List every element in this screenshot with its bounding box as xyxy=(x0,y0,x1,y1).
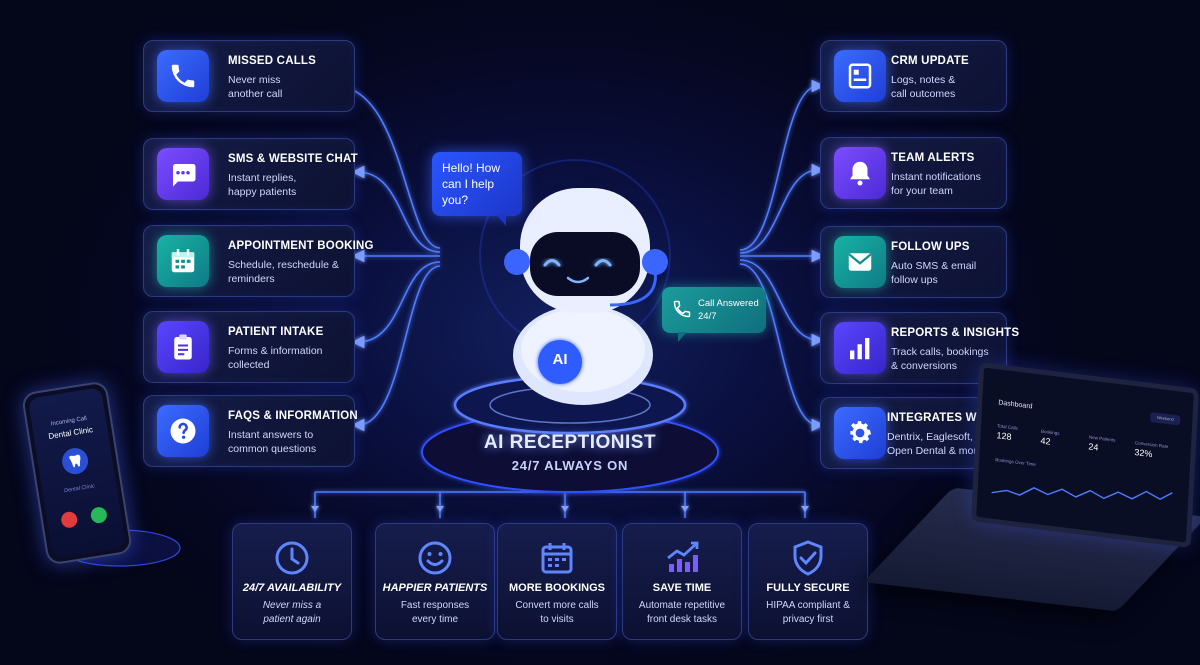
card-patient-intake: PATIENT INTAKE Forms & information colle… xyxy=(143,311,355,383)
chart-label: Bookings Over Time xyxy=(995,457,1036,467)
clipboard-icon xyxy=(157,321,209,373)
wire-bottom xyxy=(314,470,806,518)
shield-check-icon xyxy=(793,540,823,576)
card-integrations: INTEGRATES WITH Dentrix, Eaglesoft, Open… xyxy=(820,397,996,469)
stat-new-patients: New Patients 24 xyxy=(1088,434,1115,454)
card-desc: Never miss another call xyxy=(228,74,283,100)
benefit-title: FULLY SECURE xyxy=(766,582,850,594)
calendar-icon xyxy=(541,543,573,574)
card-desc: Forms & information collected xyxy=(228,345,323,371)
question-icon xyxy=(157,405,209,457)
card-title: FAQS & INFORMATION xyxy=(228,410,358,422)
benefit-desc: Never miss a patient again xyxy=(262,600,322,625)
decline-call-button[interactable] xyxy=(60,510,79,529)
card-title: TEAM ALERTS xyxy=(891,152,975,164)
card-desc: Dentrix, Eaglesoft, Open Dental & more xyxy=(887,431,983,457)
benefit-desc: Fast responses every time xyxy=(400,600,470,625)
bell-icon xyxy=(834,147,886,199)
benefit-title: MORE BOOKINGS xyxy=(509,582,605,594)
chat-icon xyxy=(157,148,209,200)
laptop-dashboard: Dashboard Weekend Total Calls 128 Bookin… xyxy=(970,361,1200,549)
stat-value: 32% xyxy=(1134,447,1153,460)
stat-value: 128 xyxy=(996,430,1012,442)
card-title: SMS & WEBSITE CHAT xyxy=(228,153,358,165)
tooth-icon xyxy=(60,446,90,477)
wire-intake xyxy=(351,261,441,349)
card-title: PATIENT INTAKE xyxy=(228,326,324,338)
card-reports-insights: REPORTS & INSIGHTS Track calls, bookings… xyxy=(820,312,1019,384)
wire-crm xyxy=(739,79,825,251)
robot-ai-label: AI xyxy=(552,351,568,368)
benefit-fully-secure: FULLY SECURE HIPAA compliant & privacy f… xyxy=(748,523,868,640)
card-follow-ups: FOLLOW UPS Auto SMS & email follow ups xyxy=(820,226,1007,298)
smiley-icon xyxy=(418,541,452,575)
greeting-bubble: Hello! How can I help you? xyxy=(432,152,522,226)
stat-bookings: Bookings 42 xyxy=(1040,429,1059,448)
wire-faqs xyxy=(351,265,441,432)
clock-icon xyxy=(275,541,309,575)
wire-alerts xyxy=(739,163,825,254)
card-faqs: FAQS & INFORMATION Instant answers to co… xyxy=(143,395,358,467)
stat-conversion-rate: Conversion Rate 32% xyxy=(1134,440,1168,461)
benefit-happier-patients: HAPPIER PATIENTS Fast responses every ti… xyxy=(375,523,495,640)
card-crm-update: CRM UPDATE Logs, notes & call outcomes xyxy=(820,40,1007,112)
clinic-brand: Dental Clinic xyxy=(63,483,96,495)
bar-chart-icon xyxy=(834,322,886,374)
benefit-desc: HIPAA compliant & privacy first xyxy=(766,600,850,625)
card-team-alerts: TEAM ALERTS Instant notifications for yo… xyxy=(820,137,1007,209)
benefit-title: 24/7 AVAILABILITY xyxy=(242,582,342,594)
trend-up-icon xyxy=(667,541,699,572)
card-title: MISSED CALLS xyxy=(228,55,317,67)
podium-top xyxy=(453,375,687,435)
benefit-desc: Convert more calls to visits xyxy=(515,600,599,625)
benefit-availability: 24/7 AVAILABILITY Never miss a patient a… xyxy=(232,523,352,640)
smartphone: Incoming Call Dental Clinic Dental Clini… xyxy=(20,380,134,566)
call-answered-text: Call Answered 24/7 xyxy=(698,298,759,322)
dashboard-filter-button[interactable]: Weekend xyxy=(1150,411,1181,426)
benefit-save-time: SAVE TIME Automate repetitive front desk… xyxy=(622,523,742,640)
card-title: CRM UPDATE xyxy=(891,55,969,67)
card-desc: Auto SMS & email follow ups xyxy=(891,260,977,286)
card-missed-calls: MISSED CALLS Never miss another call xyxy=(143,40,355,112)
product-subtitle: 24/7 ALWAYS ON xyxy=(511,458,629,473)
bookings-sparkline xyxy=(991,487,1173,501)
stat-label: Bookings xyxy=(1040,428,1060,436)
card-title: APPOINTMENT BOOKING xyxy=(228,240,374,252)
card-desc: Instant notifications for your team xyxy=(891,171,981,197)
card-desc: Schedule, reschedule & reminders xyxy=(228,259,339,285)
card-sms-chat: SMS & WEBSITE CHAT Instant replies, happ… xyxy=(143,138,358,210)
stat-total-calls: Total Calls 128 xyxy=(996,423,1018,442)
stat-value: 42 xyxy=(1040,435,1051,447)
greeting-text: Hello! How can I help you? xyxy=(442,161,501,207)
card-title: INTEGRATES WITH xyxy=(887,412,996,424)
card-desc: Instant replies, happy patients xyxy=(228,172,297,198)
card-desc: Track calls, bookings & conversions xyxy=(891,346,989,372)
card-title: REPORTS & INSIGHTS xyxy=(891,327,1020,339)
card-title: FOLLOW UPS xyxy=(891,241,970,253)
benefit-title: HAPPIER PATIENTS xyxy=(382,582,488,594)
mail-icon xyxy=(834,236,886,288)
card-desc: Instant answers to common questions xyxy=(228,429,317,455)
benefit-title: SAVE TIME xyxy=(652,582,712,594)
card-appointment-booking: APPOINTMENT BOOKING Schedule, reschedule… xyxy=(143,225,373,297)
dashboard-title: Dashboard xyxy=(998,399,1033,411)
benefit-more-bookings: MORE BOOKINGS Convert more calls to visi… xyxy=(497,523,617,640)
card-desc: Logs, notes & call outcomes xyxy=(891,74,956,100)
phone-icon xyxy=(157,50,209,102)
accept-call-button[interactable] xyxy=(89,505,109,525)
phone-icon xyxy=(673,300,691,318)
benefit-desc: Automate repetitive front desk tasks xyxy=(638,600,726,625)
stat-value: 24 xyxy=(1088,441,1099,453)
call-answered-badge: Call Answered 24/7 xyxy=(662,287,766,342)
calendar-icon xyxy=(157,235,209,287)
crm-icon xyxy=(834,50,886,102)
product-title: AI RECEPTIONIST xyxy=(483,432,657,453)
gear-icon xyxy=(834,407,886,459)
